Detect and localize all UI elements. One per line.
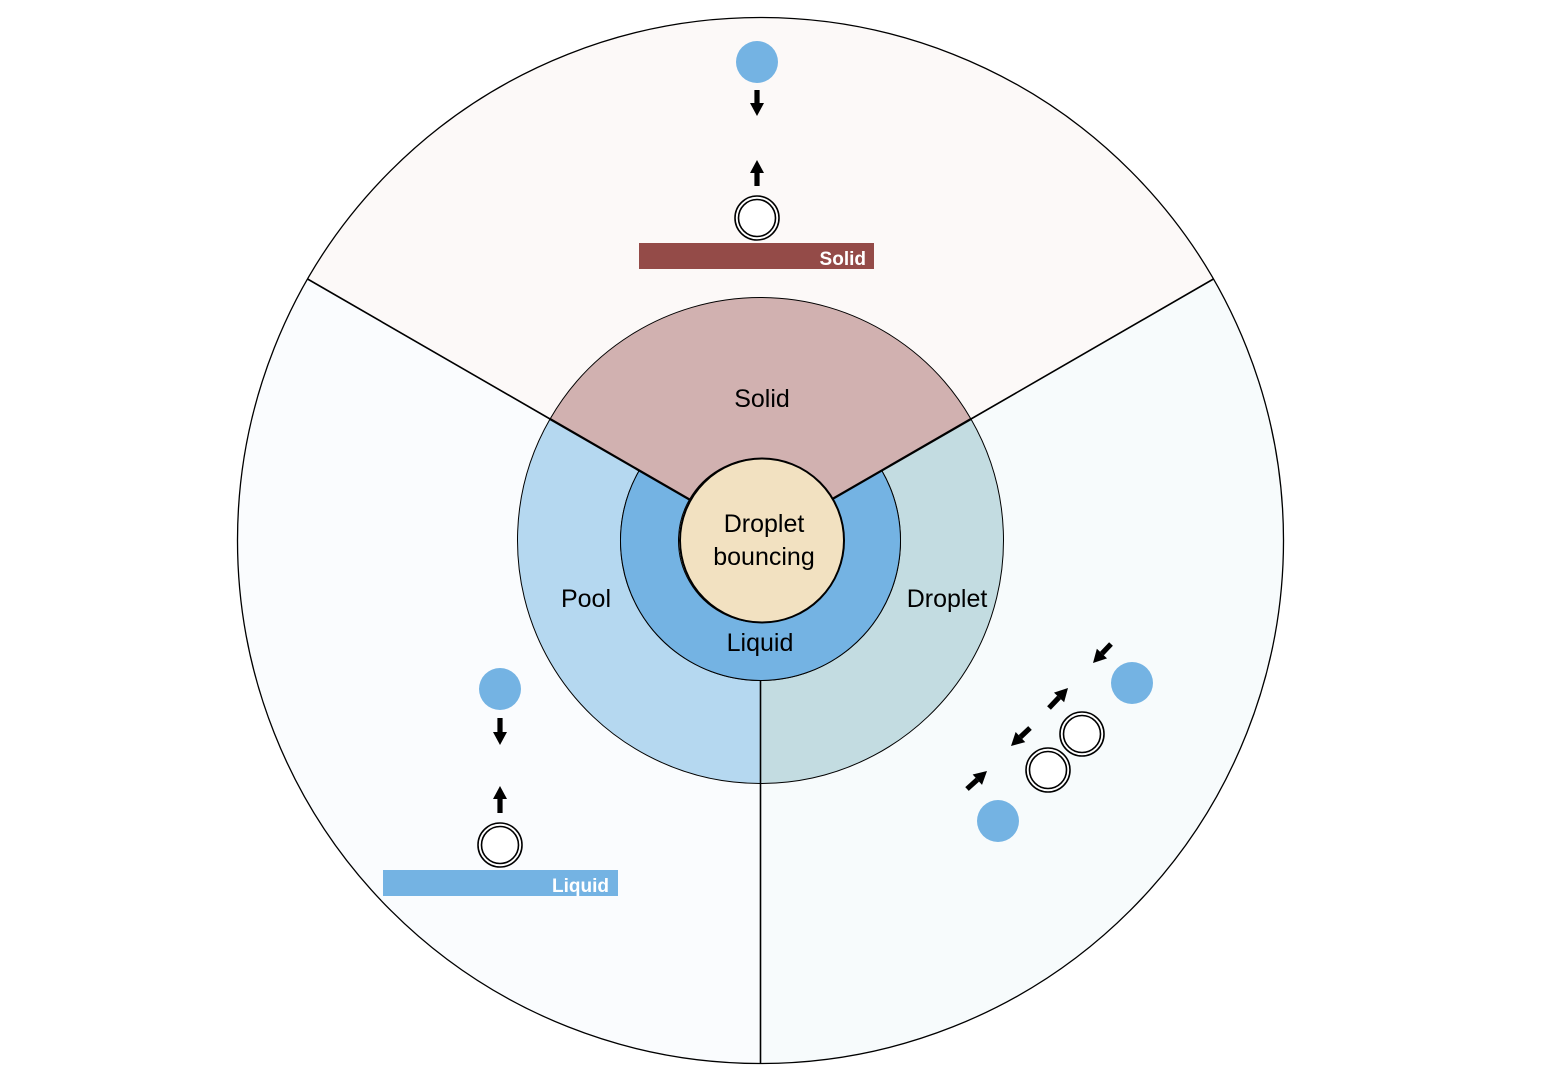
substrate-liquid-label: Liquid [552, 876, 609, 897]
arrow-shaft [754, 90, 760, 103]
arrow-head [493, 732, 507, 745]
bouncing-droplet-icon [477, 822, 523, 868]
arrow-shaft [497, 799, 503, 813]
sector-divider-left [307, 278, 551, 420]
center-label-line2: bouncing [713, 543, 814, 571]
arrow-shaft [1018, 726, 1032, 739]
sector-divider-right [970, 278, 1214, 420]
bouncing-droplet-icon [1025, 747, 1071, 793]
substrate-solid-bar [639, 243, 874, 269]
incoming-droplet-upper [1111, 662, 1153, 704]
arrow-head [1053, 688, 1068, 703]
arrow-shaft [497, 718, 503, 732]
arrow-head [972, 771, 987, 785]
substrate-liquid-bar [383, 870, 618, 896]
arrow-down-icon [493, 718, 507, 745]
ring-inner [1062, 714, 1102, 754]
bouncing-droplet-icon [734, 195, 780, 241]
arrow-down-icon [750, 90, 764, 116]
ring-divider-right [830, 418, 972, 501]
center-circle [679, 457, 845, 624]
arrow-head [493, 786, 507, 799]
ring-inner [737, 198, 777, 238]
incoming-droplet-lower [977, 800, 1019, 842]
arrow-head [750, 160, 764, 173]
falling-droplet [736, 41, 778, 83]
arrow-up-icon [750, 160, 764, 186]
substrate-solid-label: Solid [820, 249, 866, 270]
illustration-droplet-collision [965, 642, 1153, 842]
ring-label-liquid: Liquid [727, 629, 794, 657]
illustration-pool: Liquid [383, 668, 618, 897]
arrow-down-left-icon [1093, 642, 1113, 663]
ring-inner [1028, 750, 1068, 790]
arrow-shaft [1100, 642, 1113, 656]
arrow-up-icon [493, 786, 507, 813]
arrow-shaft [1047, 695, 1061, 710]
ring-label-solid: Solid [734, 385, 790, 413]
arrow-up-right-icon [965, 771, 987, 791]
arrow-head [1011, 731, 1026, 746]
falling-droplet [479, 668, 521, 710]
ring-inner [480, 825, 520, 865]
center-label-line1: Droplet [724, 510, 805, 538]
ring-divider-left [549, 418, 691, 501]
arrow-head [750, 103, 764, 116]
arrow-shaft [754, 173, 760, 186]
ring-label-pool: Pool [561, 585, 611, 613]
ring-label-droplet: Droplet [907, 585, 988, 613]
illustration-solid: Solid [639, 41, 874, 270]
arrow-shaft [965, 777, 980, 791]
arrow-up-right-icon [1047, 688, 1068, 710]
arrow-head [1093, 648, 1108, 663]
arrow-down-left-icon [1011, 726, 1032, 746]
bouncing-droplet-icon [1059, 711, 1105, 757]
